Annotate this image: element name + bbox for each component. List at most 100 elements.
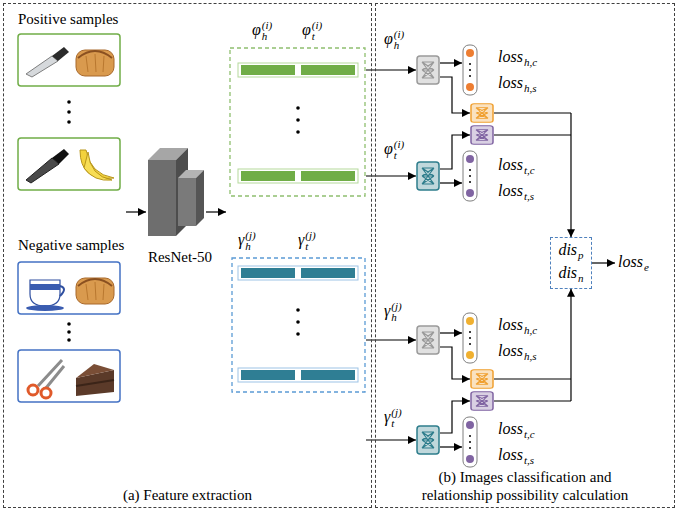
math-scripts: t(j) bbox=[305, 230, 315, 252]
loss-label: losst,c bbox=[498, 419, 535, 441]
sample-boxes-part bbox=[80, 150, 114, 180]
network-icons-part bbox=[463, 313, 477, 363]
sample-boxes-part bbox=[18, 34, 120, 86]
math-base: loss bbox=[498, 48, 523, 65]
math-scripts: h(i) bbox=[394, 29, 404, 51]
feature-group: γh(j)γt(j) bbox=[228, 226, 370, 394]
arrows-part bbox=[440, 446, 462, 447]
node-text: (a) Feature extraction bbox=[123, 486, 252, 504]
sample-boxes-part bbox=[67, 322, 71, 326]
arrows-part bbox=[366, 175, 416, 176]
arrows-part bbox=[366, 439, 416, 440]
math-subscript: t,s bbox=[524, 190, 534, 202]
loss-label: losst,s bbox=[498, 445, 534, 467]
math-superscript: (j) bbox=[245, 230, 255, 241]
network-icons-part bbox=[471, 126, 493, 145]
node-text: γt(j) bbox=[298, 230, 316, 252]
sample-boxes-part bbox=[67, 330, 71, 334]
math-subscript: t bbox=[391, 418, 401, 429]
math-superscript: (i) bbox=[394, 29, 404, 40]
math-scripts: t(i) bbox=[312, 20, 322, 42]
loss-label: losse bbox=[618, 252, 649, 274]
loss-label: lossh,s bbox=[498, 341, 536, 363]
distance-box: dispdisn bbox=[550, 237, 591, 289]
arrow-line bbox=[494, 134, 571, 135]
network-icons-part bbox=[463, 151, 477, 201]
math-subscript: h bbox=[245, 241, 255, 252]
feature-vectors-part bbox=[296, 130, 300, 134]
feature-label: γh(j) bbox=[384, 301, 402, 323]
math-base: loss bbox=[498, 316, 523, 333]
resnet-block bbox=[148, 148, 204, 236]
arrow-line bbox=[494, 378, 571, 379]
math-subscript: t,c bbox=[524, 164, 535, 176]
feature-vectors bbox=[230, 48, 365, 392]
arrow-line bbox=[570, 289, 571, 401]
arrow-line bbox=[570, 113, 571, 237]
feature-vectors-part bbox=[301, 268, 355, 278]
math-scripts: h(j) bbox=[391, 301, 401, 323]
feature-vectors-part bbox=[238, 63, 358, 77]
sample-boxes-part bbox=[18, 350, 120, 402]
feature-label: φt(i) bbox=[384, 139, 404, 161]
sample-boxes-part bbox=[67, 100, 71, 104]
sample-boxes-part bbox=[28, 360, 64, 398]
group-label: Positive samples bbox=[18, 10, 118, 28]
math-scripts: h(j) bbox=[245, 230, 255, 252]
feature-label: φh(i) bbox=[384, 29, 404, 51]
loss-label: losst,s bbox=[498, 181, 534, 203]
math-base: γ bbox=[298, 231, 304, 248]
network-block: ResNet-50 bbox=[132, 140, 228, 268]
network-icons-part bbox=[471, 370, 493, 389]
distance-arrows bbox=[494, 113, 615, 401]
arrows-part bbox=[440, 62, 462, 63]
feature-group: φh(i) φt(i) bbox=[222, 16, 370, 198]
network-icons-part bbox=[463, 45, 477, 95]
math-base: φ bbox=[384, 30, 393, 47]
math-subscript: h,s bbox=[524, 82, 537, 94]
math-superscript: (j) bbox=[391, 407, 401, 418]
node-text: ResNet-50 bbox=[148, 248, 212, 266]
math-base: γ bbox=[238, 231, 244, 248]
network-icons-part bbox=[417, 162, 439, 190]
arrows bbox=[126, 63, 470, 447]
feature-vectors-part bbox=[238, 266, 358, 280]
math-base: loss bbox=[498, 74, 523, 91]
feature-vectors-part bbox=[230, 48, 365, 196]
sample-boxes-part bbox=[76, 50, 114, 76]
math-base: loss bbox=[498, 446, 523, 463]
math-subscript: t bbox=[305, 241, 315, 252]
arrows-part bbox=[440, 332, 462, 333]
math-subscript: h,c bbox=[524, 56, 537, 68]
feature-vectors-part bbox=[301, 65, 355, 75]
sample-boxes-part bbox=[67, 120, 71, 124]
arrows-part bbox=[440, 182, 462, 183]
math-base: loss bbox=[498, 342, 523, 359]
loss-label: losst,c bbox=[498, 155, 535, 177]
math-subscript: h bbox=[262, 31, 272, 42]
math-base: loss bbox=[618, 253, 643, 270]
loss-label: lossh,c bbox=[498, 315, 537, 337]
node-text: γh(j) bbox=[238, 230, 256, 252]
node-text: φt(i) bbox=[302, 20, 322, 42]
math-base: φ bbox=[252, 21, 261, 38]
math-base: dis bbox=[558, 241, 577, 258]
sample-boxes bbox=[18, 34, 120, 402]
network-icons-part bbox=[471, 392, 493, 411]
math-subscript: t bbox=[312, 31, 322, 42]
network-icons-part bbox=[463, 417, 477, 467]
group-label: Negative samples bbox=[18, 236, 124, 254]
math-subscript: h,s bbox=[524, 350, 537, 362]
resnet-block-part bbox=[196, 170, 204, 226]
math-scripts: t(j) bbox=[391, 407, 401, 429]
sample-boxes-part bbox=[26, 47, 69, 77]
feature-vectors-part bbox=[301, 370, 355, 380]
arrows-part bbox=[366, 339, 416, 340]
loss-label: lossh,s bbox=[498, 73, 536, 95]
feature-vectors-part bbox=[296, 106, 300, 110]
math-scripts: h(i) bbox=[262, 20, 272, 42]
arrows-part bbox=[206, 211, 226, 212]
math-base: loss bbox=[498, 182, 523, 199]
math-base: loss bbox=[498, 156, 523, 173]
resnet-block-part bbox=[178, 178, 196, 226]
